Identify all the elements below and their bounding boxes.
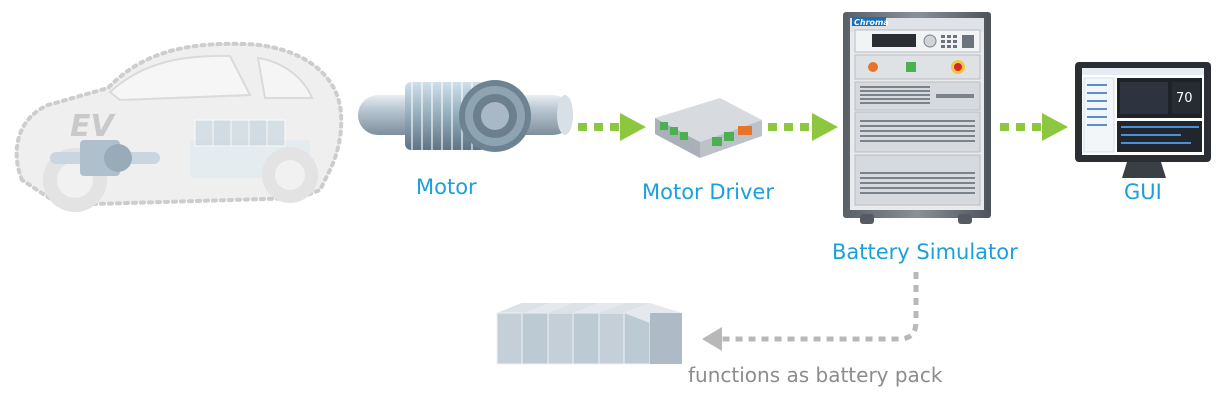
flow-arrow-driver-to-simulator bbox=[768, 113, 838, 141]
return-path-arrow bbox=[702, 272, 919, 351]
battery-simulator-cabinet-icon: Chroma bbox=[843, 12, 991, 224]
brand-logo: Chroma bbox=[854, 18, 889, 27]
motor-rotor-icon bbox=[358, 80, 573, 152]
label-motor: Motor bbox=[416, 175, 477, 199]
battery-pack-icon bbox=[496, 303, 682, 365]
gui-reading: 70 bbox=[1176, 91, 1193, 106]
gui-monitor-icon: 70 bbox=[1075, 62, 1211, 178]
label-gui: GUI bbox=[1124, 180, 1162, 204]
flow-arrow-simulator-to-gui bbox=[1000, 113, 1068, 141]
ev-badge: EV bbox=[70, 109, 116, 144]
battery-pack-note: functions as battery pack bbox=[688, 363, 943, 387]
label-motor-driver: Motor Driver bbox=[642, 180, 774, 204]
flow-arrow-motor-to-driver bbox=[578, 113, 646, 141]
label-battery-simulator: Battery Simulator bbox=[832, 240, 1018, 264]
motor-driver-icon bbox=[655, 98, 762, 158]
ev-car-icon: EV bbox=[14, 41, 344, 212]
